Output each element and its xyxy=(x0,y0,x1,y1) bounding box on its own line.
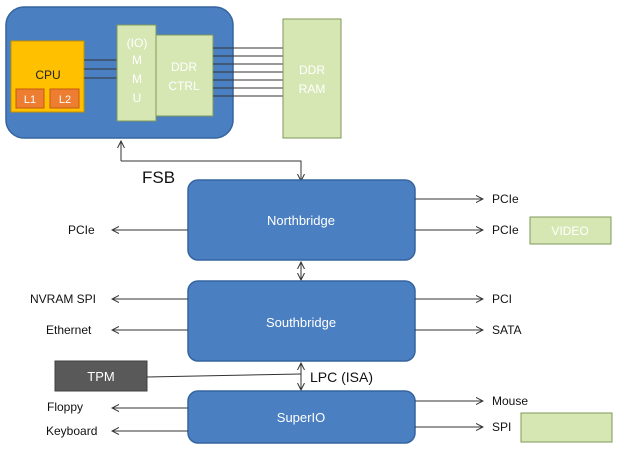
l2-cache-box xyxy=(49,88,80,109)
northbridge-box xyxy=(187,179,416,261)
ddr-ctrl-label-2: CTRL xyxy=(168,79,200,93)
southbridge-label: Southbridge xyxy=(266,315,336,330)
lpc-label: LPC (ISA) xyxy=(310,369,373,385)
video-box xyxy=(529,216,612,245)
ddr-ctrl-box xyxy=(155,34,214,117)
southbridge-box xyxy=(187,280,416,362)
ddr-ram-box xyxy=(282,18,342,139)
northbridge-left-label-pcie: PCIe xyxy=(68,223,95,237)
iommu-label-3: M xyxy=(132,72,142,86)
southbridge-right-label-pci: PCI xyxy=(492,292,512,306)
tpm-lpc-connector xyxy=(146,373,302,378)
video-label: VIDEO xyxy=(551,224,588,238)
southbridge-left-label-nvram: NVRAM SPI xyxy=(30,292,96,306)
superio-left-label-keyboard: Keyboard xyxy=(46,424,97,438)
spi-device-box xyxy=(520,412,613,443)
ddr-ram-label-2: RAM xyxy=(299,82,326,96)
ddr-ram-label-1: DDR xyxy=(299,63,325,77)
l1-cache-box xyxy=(15,88,45,109)
northbridge-right-label-pcie-1: PCIe xyxy=(492,192,519,206)
northbridge-right-label-pcie-2: PCIe xyxy=(492,223,519,237)
iommu-label-2: M xyxy=(132,53,142,67)
l1-cache-label: L1 xyxy=(24,94,36,106)
ddr-memory-bus xyxy=(213,47,283,97)
fsb-connector-horizontal xyxy=(121,160,301,181)
iommu-box xyxy=(116,24,157,122)
l2-cache-label: L2 xyxy=(59,94,71,106)
cpu-mmu-bus xyxy=(84,59,117,79)
ddr-ctrl-label-1: DDR xyxy=(171,60,197,74)
fsb-label: FSB xyxy=(142,168,175,187)
cpu-label: CPU xyxy=(35,68,60,82)
superio-left-label-floppy: Floppy xyxy=(47,400,83,414)
iommu-label-1: (IO) xyxy=(127,36,148,50)
southbridge-right-label-sata: SATA xyxy=(492,323,522,337)
superio-right-label-spi: SPI xyxy=(492,420,511,434)
tpm-box xyxy=(54,360,148,392)
superio-label: SuperIO xyxy=(277,410,325,425)
superio-box xyxy=(187,390,416,444)
superio-right-label-mouse: Mouse xyxy=(492,394,528,408)
northbridge-label: Northbridge xyxy=(267,213,335,228)
tpm-label: TPM xyxy=(87,369,114,384)
iommu-label-4: U xyxy=(133,91,142,105)
southbridge-left-label-ethernet: Ethernet xyxy=(46,323,92,337)
